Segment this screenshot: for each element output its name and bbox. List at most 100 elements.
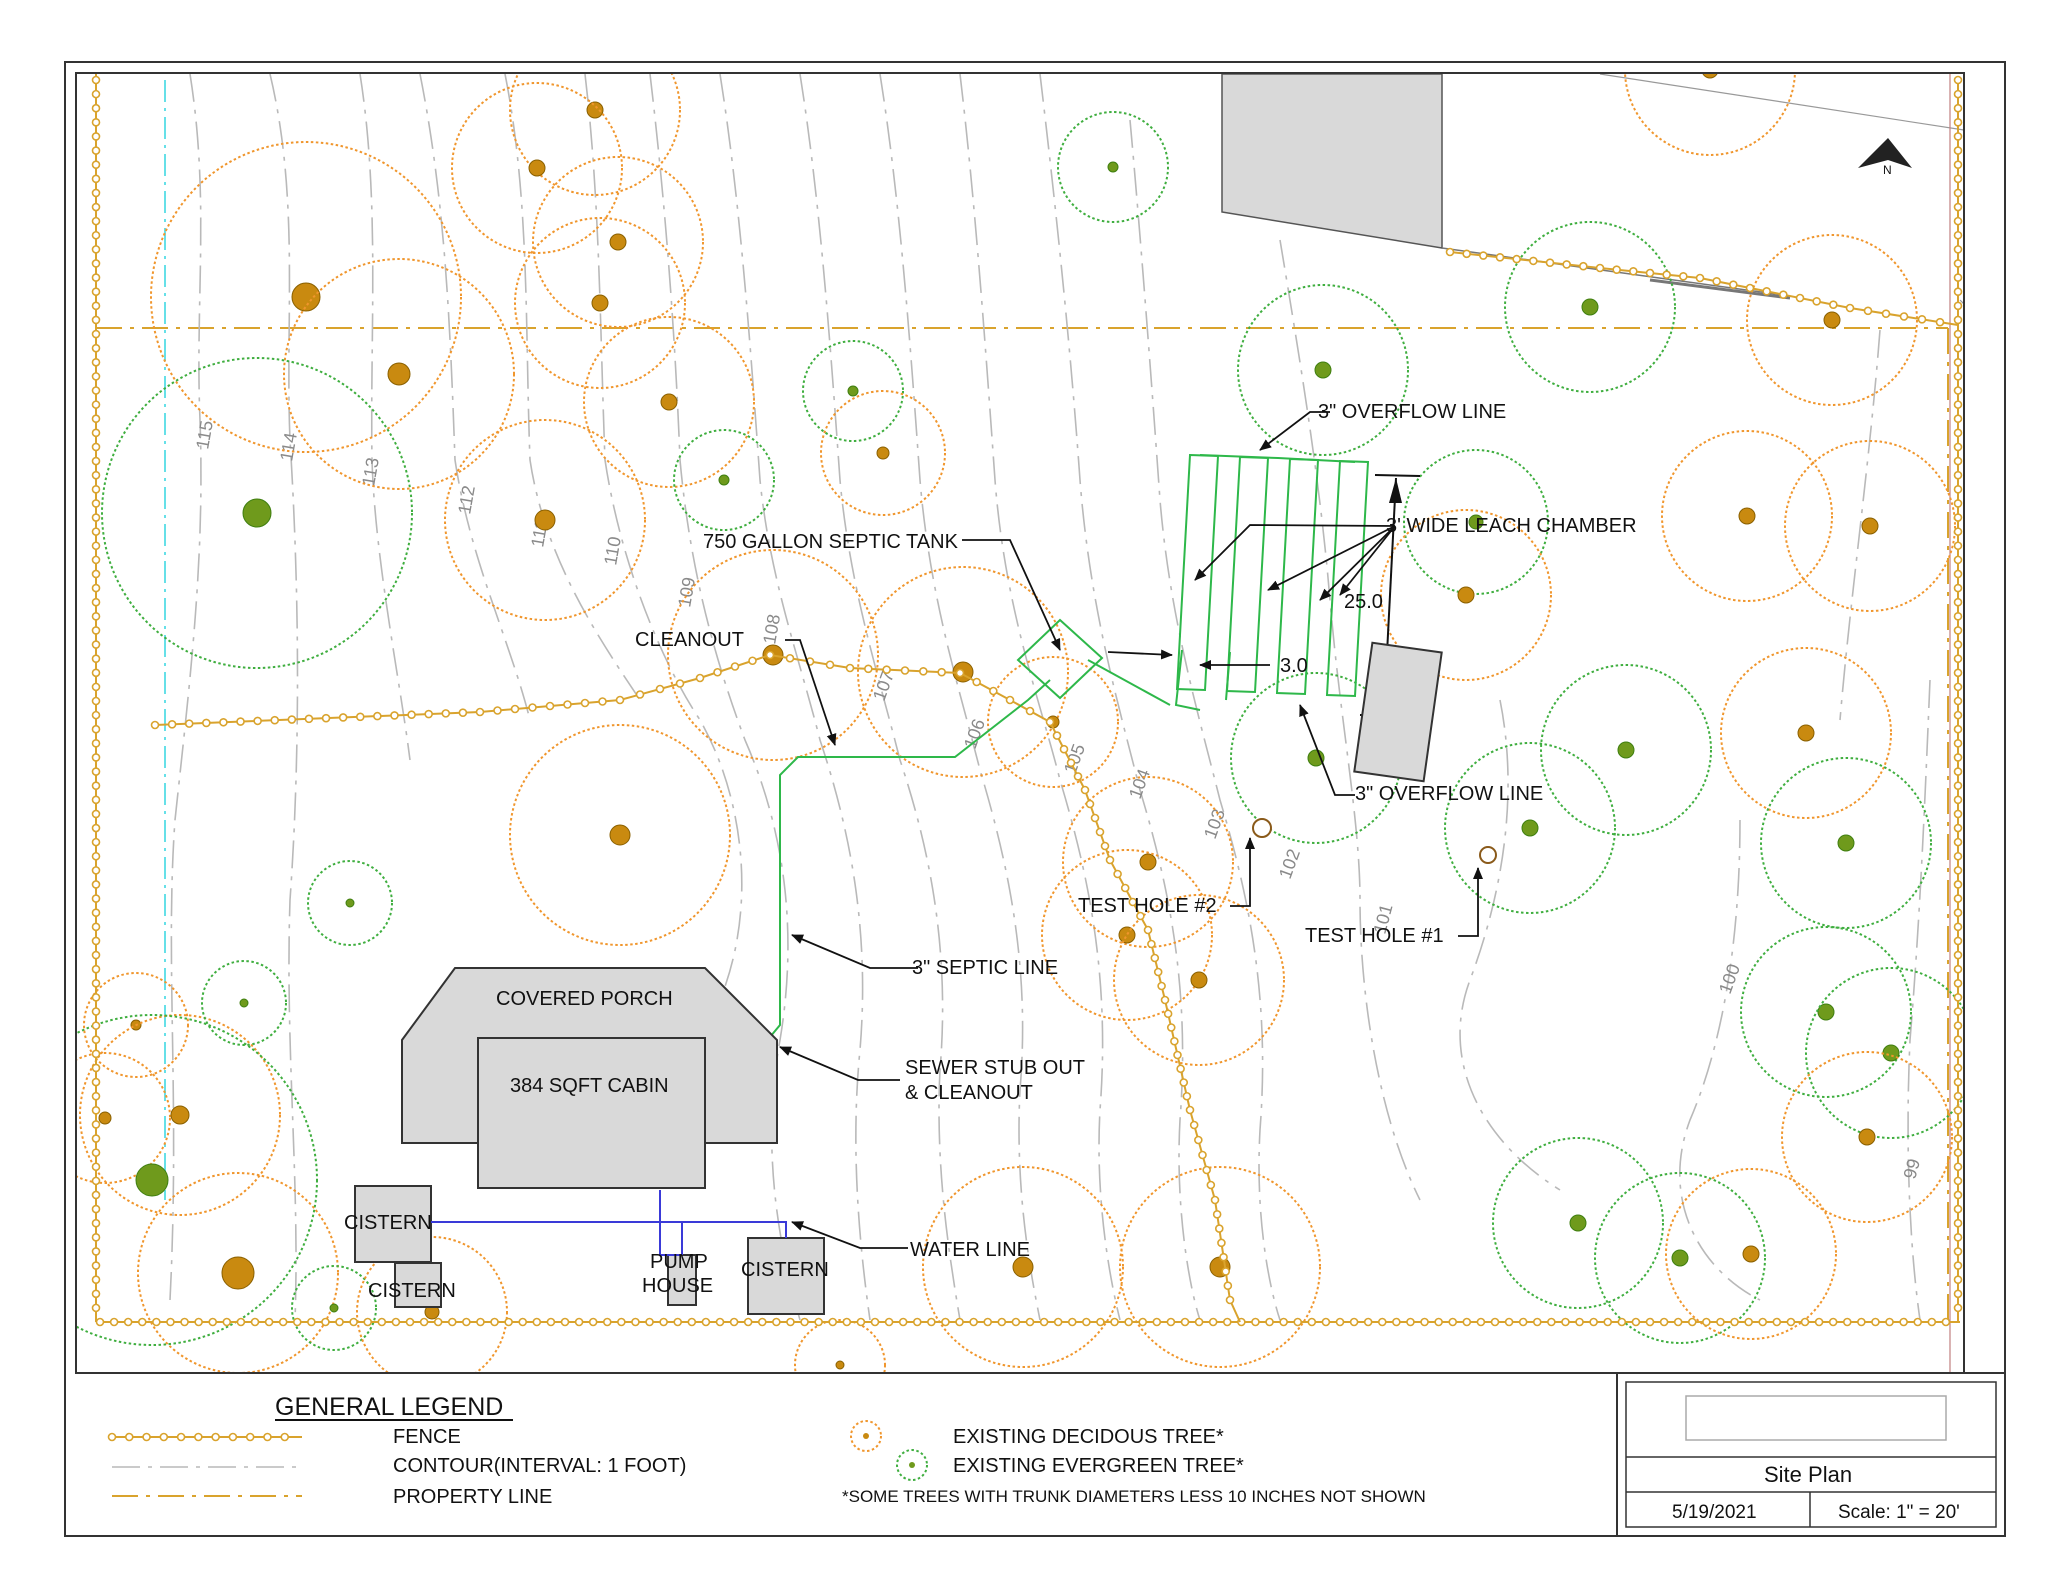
decidous-tree-trunk	[586, 101, 604, 119]
fence-post	[91, 1148, 101, 1157]
fence-post	[1953, 1134, 1963, 1143]
fence-post	[1679, 272, 1688, 281]
fence-post	[91, 484, 101, 494]
title-block-title: Site Plan	[1764, 1462, 1852, 1487]
leach-chamber	[1325, 459, 1370, 698]
fence-post	[645, 1317, 654, 1327]
fence-post	[1953, 640, 1963, 649]
legend-decidous-icon	[850, 1420, 882, 1452]
decidous-tree-trunk	[591, 294, 609, 312]
fence-post	[304, 714, 314, 724]
fence-post	[91, 386, 101, 395]
decidous-tree-canopy	[1119, 1166, 1321, 1368]
contour-line	[959, 74, 1121, 1321]
fence-post	[1953, 1176, 1963, 1186]
fence-post	[1059, 744, 1069, 754]
label-test-hole-1: TEST HOLE #1	[1305, 925, 1444, 947]
contour-line	[1907, 679, 1931, 1321]
decidous-tree-trunk	[1012, 1256, 1034, 1278]
label-test-hole-2: TEST HOLE #2	[1078, 895, 1217, 917]
fence-post	[1953, 442, 1963, 452]
fence-post	[856, 1317, 866, 1327]
fence-post	[1603, 1317, 1613, 1327]
fence-post	[91, 781, 101, 790]
leader-test-hole-1	[1458, 867, 1483, 937]
fence-post	[1673, 1317, 1683, 1327]
fence-post	[1105, 855, 1115, 865]
fence-post	[1223, 1281, 1233, 1291]
fence-post	[1096, 1317, 1105, 1327]
label-dim-25: 25.0	[1344, 591, 1383, 613]
fence-post	[253, 716, 262, 726]
fence-post	[1518, 1317, 1528, 1327]
evergreen-tree-trunk	[1671, 1249, 1689, 1267]
fence-post	[391, 1317, 401, 1327]
fence-post	[1953, 456, 1963, 466]
leader-cleanout	[785, 639, 837, 746]
fence-post	[1645, 268, 1655, 278]
fence-post	[1953, 1289, 1963, 1299]
fence-post	[1953, 964, 1963, 974]
fence-post	[91, 1204, 101, 1214]
label-water-line: WATER LINE	[910, 1239, 1030, 1261]
decidous-tree-trunk	[387, 362, 411, 386]
fence-post	[1561, 1317, 1570, 1327]
fence-post	[1927, 1317, 1937, 1327]
fence-post	[1124, 1317, 1133, 1327]
fence-post	[307, 1317, 316, 1327]
fence-post	[194, 1317, 203, 1327]
fence-post	[91, 541, 101, 551]
fence-post	[1490, 1317, 1500, 1327]
fence-post	[91, 809, 101, 819]
fence-post	[159, 1432, 169, 1442]
fence-post	[91, 894, 101, 903]
fence-post	[91, 640, 101, 649]
fence-post	[1953, 555, 1963, 565]
fence-post	[1953, 118, 1963, 127]
fence-post	[615, 695, 625, 705]
fence-post	[1179, 1078, 1189, 1087]
fence-post	[1953, 1247, 1963, 1256]
fence-post	[263, 1432, 272, 1442]
fence-post	[1221, 1267, 1231, 1276]
legend-fence-label: FENCE	[393, 1426, 461, 1448]
leader-overflow-top	[1259, 411, 1330, 451]
fence-post	[91, 1190, 101, 1200]
fence-post	[1779, 290, 1788, 299]
fence-post	[729, 1317, 739, 1327]
fence-post	[635, 690, 645, 699]
fence-post	[1225, 1295, 1235, 1305]
fence-post	[1953, 1148, 1963, 1157]
fence-post	[91, 1049, 101, 1059]
fence-post	[1953, 372, 1963, 381]
fence-post	[1800, 1317, 1810, 1327]
fence-post	[1829, 300, 1838, 309]
fences	[91, 75, 1963, 1327]
evergreen-tree-trunk	[242, 498, 272, 528]
fence-post	[983, 1317, 993, 1327]
fence-post	[1758, 1317, 1768, 1327]
evergreen-tree-canopy	[1740, 926, 1912, 1098]
title-block-inner	[1625, 1381, 1997, 1528]
fence-post	[1729, 280, 1738, 289]
fence-post	[407, 710, 416, 720]
decidous-tree-canopy	[794, 1319, 886, 1372]
fence-post	[602, 1317, 612, 1327]
leader-leach	[1339, 525, 1396, 596]
fence-post	[1941, 1317, 1951, 1327]
fence-post	[236, 717, 245, 726]
fence-post	[405, 1317, 415, 1327]
fence-post	[864, 664, 873, 674]
fence-post	[1219, 1252, 1228, 1262]
fence-post	[912, 1317, 922, 1327]
decidous-tree-canopy	[532, 156, 704, 328]
fence-post	[1645, 1317, 1655, 1327]
decidous-tree-canopy	[987, 656, 1119, 788]
decidous-tree-canopy	[1746, 234, 1918, 406]
fence-post	[1953, 767, 1963, 776]
contour-label: 100	[1715, 961, 1744, 996]
fence-post	[1067, 1317, 1077, 1327]
fence-post	[91, 287, 101, 297]
label-cistern-3: CISTERN	[741, 1259, 829, 1281]
